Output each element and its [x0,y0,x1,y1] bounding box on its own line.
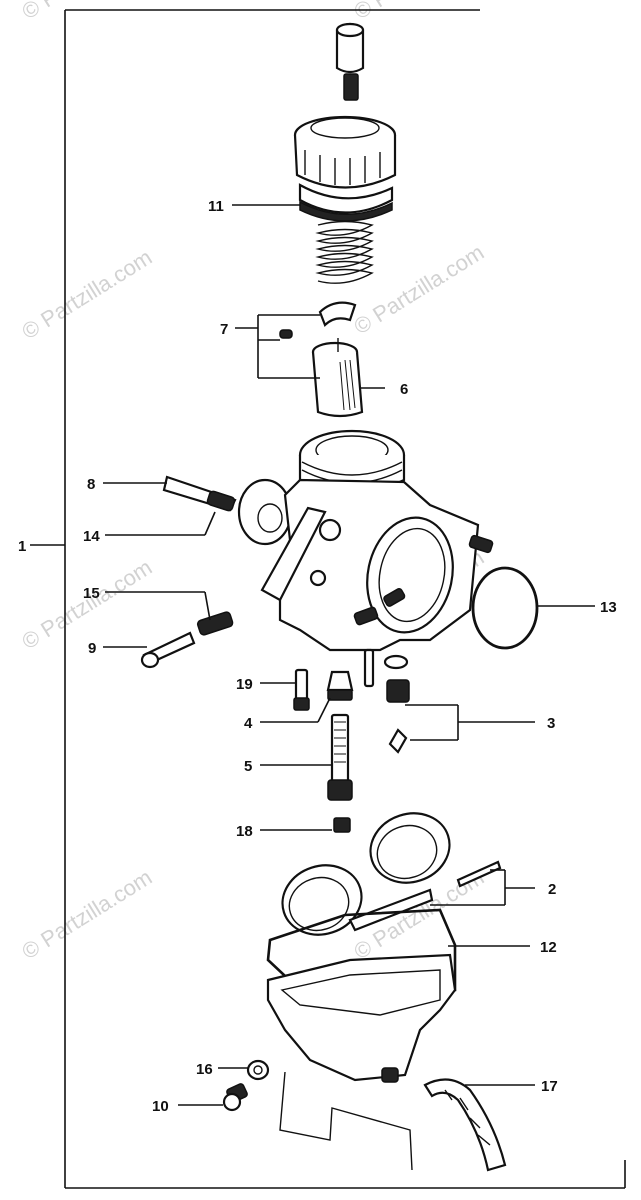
pilot-screws [140,475,237,669]
watermark-8: © Partzilla.com [349,0,488,24]
watermark-1: © Partzilla.com [17,244,156,344]
callout-labels: 1 2 3 4 5 6 7 8 9 10 11 12 13 14 15 16 1… [18,198,617,1115]
needle-clip [279,301,357,339]
top-ring-nut [293,115,397,222]
callout-16: 16 [196,1061,213,1078]
throttle-spring [315,220,374,284]
valve-seat-parts [293,668,410,833]
callout-5: 5 [244,758,252,775]
callout-6: 6 [400,381,408,398]
assembly-bracket [30,9,626,1189]
floats [281,812,502,936]
callout-8: 8 [87,476,95,493]
cable-adjuster-cap [335,22,365,101]
callout-19: 19 [236,676,253,693]
drain-screw-washer [222,1059,270,1112]
overflow-hose [423,1078,507,1172]
callout-12: 12 [540,939,557,956]
o-ring [471,566,539,650]
watermark-3: © Partzilla.com [17,554,156,654]
callout-4: 4 [244,715,253,732]
leader-lines [103,204,595,1106]
callout-11: 11 [208,198,224,215]
callout-14: 14 [83,528,100,545]
callout-3: 3 [547,715,555,732]
callout-17: 17 [541,1078,558,1095]
watermark-5: © Partzilla.com [17,864,156,964]
callout-18: 18 [236,823,253,840]
carburetor-body [237,429,494,688]
watermark-2: © Partzilla.com [349,239,488,339]
float-chamber [266,953,457,1171]
callout-9: 9 [88,640,96,657]
watermark-7: © Partzilla.com [17,0,156,24]
callout-10: 10 [152,1098,169,1115]
callout-2: 2 [548,881,556,898]
callout-7: 7 [220,321,228,338]
throttle-valve [311,338,364,418]
callout-13: 13 [600,599,617,616]
callout-1: 1 [18,538,26,555]
callout-15: 15 [83,585,100,602]
